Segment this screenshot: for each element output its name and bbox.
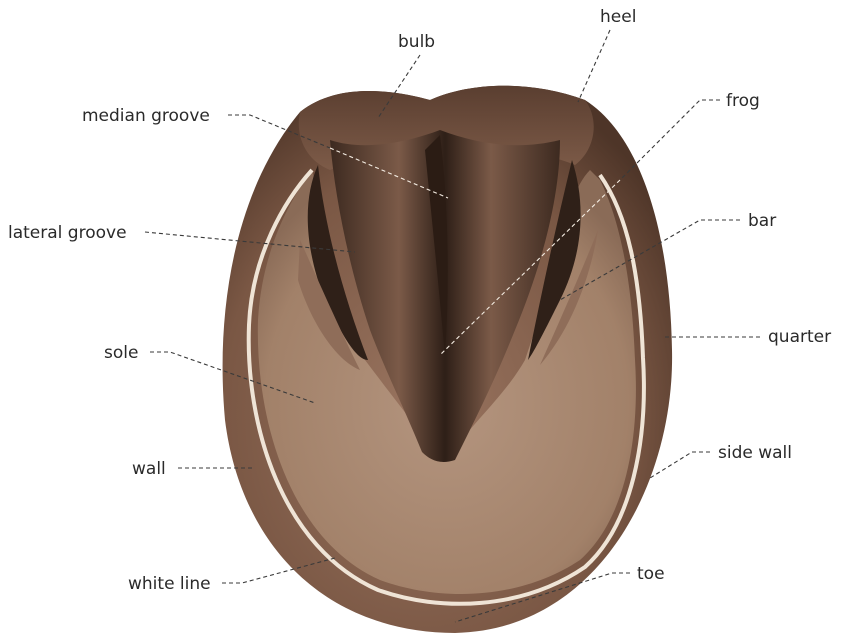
label-white-line: white line xyxy=(128,574,211,594)
label-toe: toe xyxy=(637,564,665,584)
label-bar: bar xyxy=(748,211,776,231)
label-lateral-groove: lateral groove xyxy=(8,223,127,243)
label-sole: sole xyxy=(104,343,138,363)
label-frog: frog xyxy=(726,91,760,111)
label-side-wall: side wall xyxy=(718,443,792,463)
label-heel: heel xyxy=(600,7,636,27)
label-wall: wall xyxy=(132,459,166,479)
leader-side-wall xyxy=(650,452,710,478)
leader-heel xyxy=(578,30,610,102)
label-median-groove: median groove xyxy=(82,106,210,126)
label-quarter: quarter xyxy=(768,327,831,347)
label-bulb: bulb xyxy=(398,32,435,52)
